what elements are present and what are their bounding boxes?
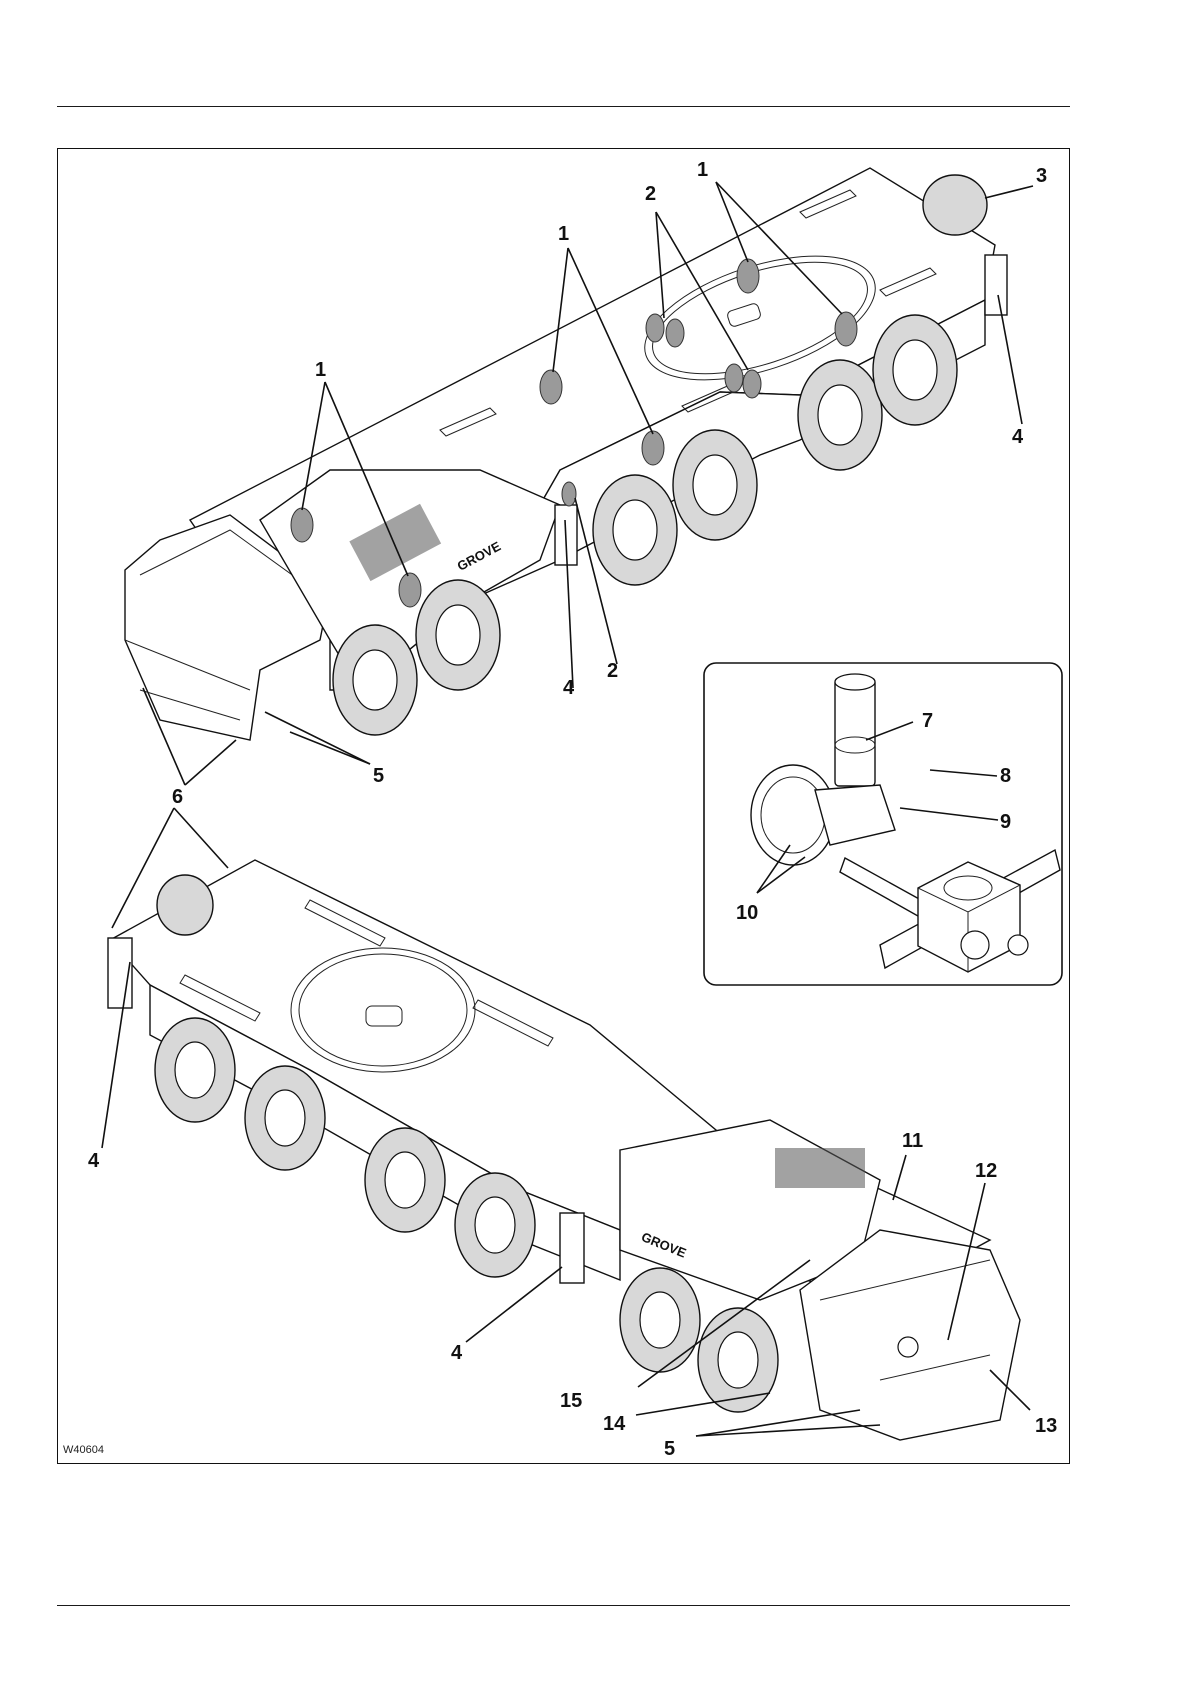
callout-5-bottom: 5 xyxy=(664,1438,675,1460)
callout-1-top-right: 1 xyxy=(697,159,708,181)
callout-2-top: 2 xyxy=(645,183,656,205)
callout-11: 11 xyxy=(902,1130,923,1152)
callout-9: 9 xyxy=(1000,811,1011,833)
callout-4-bottom-center: 4 xyxy=(451,1342,463,1364)
callout-14: 14 xyxy=(603,1413,626,1435)
callout-5-top: 5 xyxy=(373,765,384,787)
callout-3: 3 xyxy=(1036,165,1047,187)
top-outrigger-rear xyxy=(985,255,1007,315)
bottom-outrigger-front xyxy=(560,1213,584,1283)
top-crane-illustration: GROVE xyxy=(125,168,1007,740)
callout-8: 8 xyxy=(1000,765,1011,787)
callout-13: 13 xyxy=(1035,1415,1057,1437)
callout-4-bottom-left: 4 xyxy=(88,1150,100,1172)
callout-6: 6 xyxy=(172,786,183,808)
callout-15: 15 xyxy=(560,1390,582,1412)
callout-1-middle: 1 xyxy=(558,223,569,245)
callout-7: 7 xyxy=(922,710,933,732)
figure-id-label: W40604 xyxy=(63,1444,104,1456)
inset-pump-column xyxy=(835,678,875,786)
bottom-engine-grille xyxy=(775,1148,865,1188)
callout-12: 12 xyxy=(975,1160,997,1182)
callout-4-top-right: 4 xyxy=(1012,426,1024,448)
callout-4-top-center: 4 xyxy=(563,677,575,699)
callout-2-lower: 2 xyxy=(607,660,618,682)
bottom-cab-beacon xyxy=(898,1337,918,1357)
callout-1-left: 1 xyxy=(315,359,326,381)
callout-10: 10 xyxy=(736,902,758,924)
